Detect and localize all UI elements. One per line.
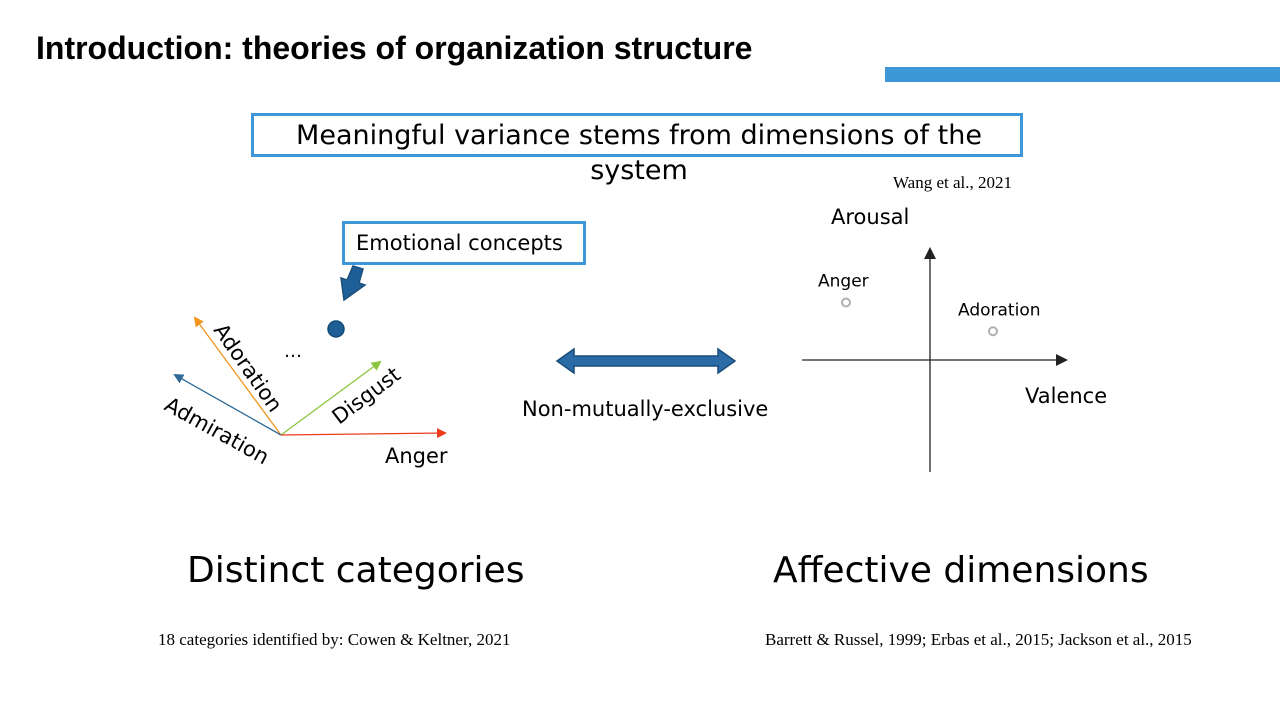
slide-title: Introduction: theories of organization s… [36, 30, 753, 66]
accent-bar [885, 67, 1280, 82]
adoration-axis [193, 316, 282, 436]
dimension-point-label-anger: Anger [818, 272, 869, 292]
headline-box [251, 113, 1023, 157]
anger-axis [280, 428, 447, 439]
categories-citation: 18 categories identified by: Cowen & Kel… [158, 630, 511, 649]
concept-point [327, 320, 345, 338]
admiration-axis [173, 374, 282, 436]
emotional-concepts-box: Emotional concepts [342, 221, 586, 265]
dimensions-citation: Barrett & Russel, 1999; Erbas et al., 20… [765, 630, 1192, 649]
non-mutually-exclusive-label: Non-mutually-exclusive [522, 397, 768, 421]
headline-citation: Wang et al., 2021 [893, 173, 1013, 192]
headline-text: Meaningful variance stems from dimension… [296, 120, 982, 186]
arousal-axis-label: Arousal [831, 205, 909, 229]
disgust-axis [280, 360, 382, 436]
ellipsis-label: … [284, 341, 302, 362]
double-arrow [555, 347, 737, 375]
callout-arrow [340, 265, 367, 302]
anger-axis-label: Anger [385, 444, 448, 468]
valence-axis-label: Valence [1025, 384, 1107, 408]
dimension-point-label-adoration: Adoration [958, 300, 1041, 320]
admiration-axis-label: Admiration [161, 392, 274, 469]
affective-dimensions-label: Affective dimensions [773, 550, 1149, 591]
adoration-axis-label: Adoration [209, 319, 287, 416]
distinct-categories-label: Distinct categories [187, 550, 525, 591]
dimension-point-anger [841, 297, 851, 308]
dimension-point-adoration [988, 326, 998, 337]
